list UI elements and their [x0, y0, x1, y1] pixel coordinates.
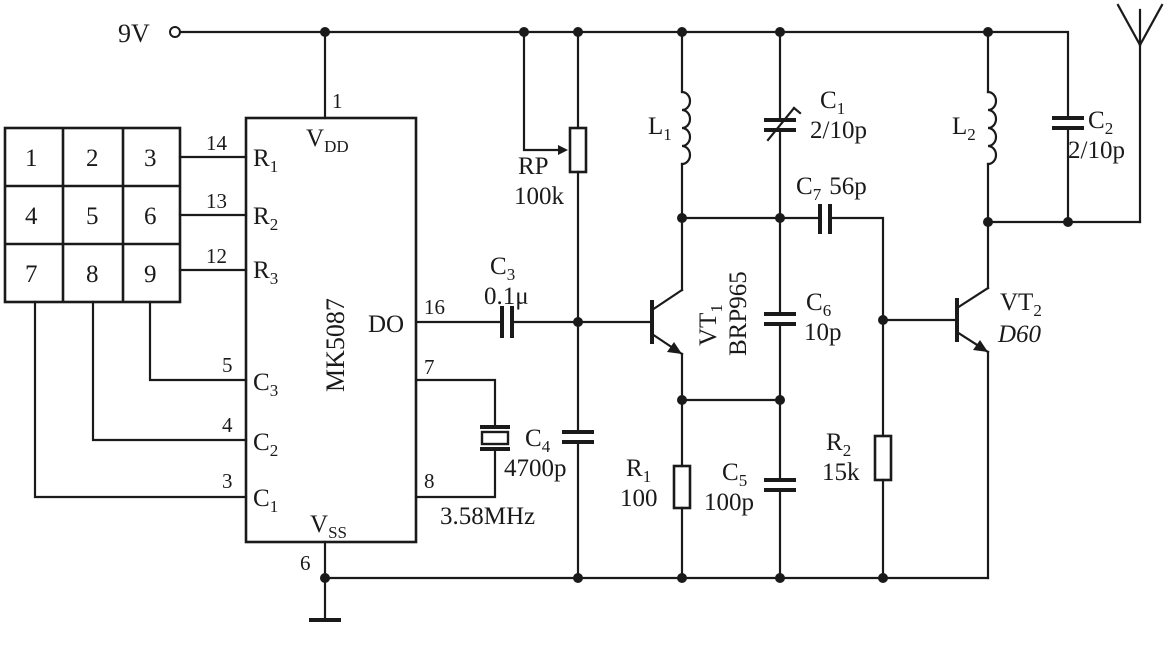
c6-name: C6 [806, 289, 831, 320]
pin-label-r2: R2 [253, 203, 278, 234]
pin-label-r1: R1 [253, 145, 278, 176]
key-2: 2 [86, 145, 99, 172]
c1-name: C1 [820, 87, 845, 118]
pin-label-vdd: VDD [306, 125, 349, 156]
key-1: 1 [25, 145, 38, 172]
c4-value: 4700p [504, 455, 567, 482]
c5-name: C5 [722, 459, 747, 490]
antenna [1116, 3, 1164, 224]
supply-terminal [169, 26, 181, 38]
key-7: 7 [25, 261, 38, 288]
trimmer-capacitor-c1: C1 2/10p [764, 87, 867, 144]
rp-name: RP [518, 153, 549, 180]
pin-label-r3: R3 [253, 257, 278, 288]
capacitor-c4 [562, 430, 594, 444]
capacitor-c2: C2 2/10p [1052, 107, 1125, 164]
rp-value: 100k [514, 183, 565, 210]
keypad: 1 2 3 4 5 6 7 8 9 [3, 126, 182, 304]
key-3: 3 [144, 145, 157, 172]
transistor-vt1: VT1 BRP965 [650, 271, 752, 356]
vt2-model: D60 [997, 321, 1042, 348]
pin-num-osc2: 8 [424, 469, 435, 493]
resistor-r1: R1 100 [620, 455, 692, 512]
key-8: 8 [86, 261, 99, 288]
r1-value: 100 [620, 485, 658, 512]
ground-rail [309, 573, 990, 622]
c6-value: 10p [804, 319, 842, 346]
transistor-vt2: VT2 D60 [955, 286, 1042, 354]
supply-rail: 9V [118, 19, 993, 48]
c1-value: 2/10p [810, 117, 867, 144]
capacitor-c3: C3 0.1μ [484, 253, 529, 338]
capacitor-c6: C6 10p [764, 289, 842, 346]
inductor-l2: L2 [952, 90, 998, 166]
pin-label-c2: C2 [253, 429, 278, 460]
pin-num-r1: 14 [206, 131, 228, 155]
pin-num-r2: 13 [206, 189, 227, 213]
inductor-l1: L1 [648, 90, 692, 166]
pin-num-osc1: 7 [424, 355, 435, 379]
capacitor-c5: C5 100p [704, 459, 796, 516]
r2-value: 15k [822, 459, 860, 486]
pin-num-c1: 3 [222, 469, 233, 493]
pin-label-vss: VSS [310, 511, 347, 542]
key-5: 5 [86, 203, 99, 230]
pin-num-c3: 5 [222, 353, 233, 377]
pin-label-c1: C1 [253, 485, 278, 516]
pin-num-c2: 4 [222, 413, 233, 437]
supply-label: 9V [118, 19, 150, 48]
crystal-3-58mhz: 3.58MHz [440, 425, 535, 530]
key-4: 4 [25, 203, 38, 230]
potentiometer-rp: RP 100k [514, 30, 588, 210]
ic-name: MK5087 [321, 298, 350, 392]
pin-label-c3: C3 [253, 369, 278, 400]
r2-name: R2 [826, 429, 851, 460]
ic-mk5087: MK5087 1 VDD 14 R1 13 R2 12 R3 5 C3 4 C2… [206, 30, 445, 580]
c3-value: 0.1μ [484, 283, 529, 310]
vt1-name: VT1 [695, 304, 726, 346]
vt2-name: VT2 [1000, 289, 1042, 320]
key-9: 9 [144, 261, 157, 288]
vt1-model: BRP965 [725, 271, 752, 356]
pin-num-vss: 6 [300, 551, 311, 575]
resistor-r2: R2 15k [822, 429, 893, 486]
pin-num-vdd: 1 [332, 89, 343, 113]
c5-value: 100p [704, 489, 754, 516]
pin-label-do: DO [368, 311, 404, 338]
l1-name: L1 [648, 113, 672, 144]
pin-num-r3: 12 [206, 244, 227, 268]
c2-value: 2/10p [1068, 137, 1125, 164]
c3-name: C3 [490, 253, 515, 284]
key-6: 6 [144, 203, 157, 230]
crystal-value: 3.58MHz [440, 503, 535, 530]
c2-name: C2 [1088, 107, 1113, 138]
pin-num-do: 16 [424, 295, 445, 319]
r1-name: R1 [626, 455, 651, 486]
l2-name: L2 [952, 113, 976, 144]
c4-name: C4 [525, 425, 551, 456]
